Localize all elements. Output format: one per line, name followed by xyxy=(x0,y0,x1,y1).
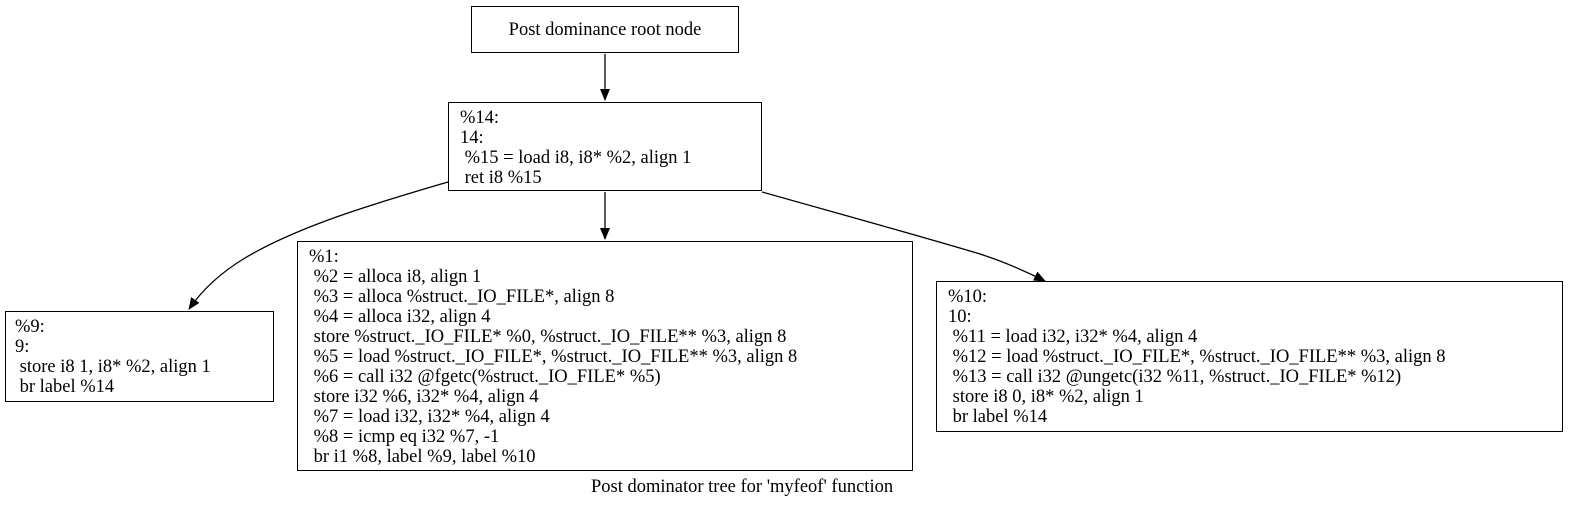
node-n1-line: %5 = load %struct._IO_FILE*, %struct._IO… xyxy=(309,347,798,367)
node-n1-line: store %struct._IO_FILE* %0, %struct._IO_… xyxy=(309,327,787,347)
node-n1-line: %4 = alloca i32, align 4 xyxy=(309,307,491,327)
node-n14-line: ret i8 %15 xyxy=(460,168,542,188)
node-n10-line: %10: xyxy=(948,287,988,307)
node-root: Post dominance root node xyxy=(471,6,739,53)
node-n10-line: store i8 0, i8* %2, align 1 xyxy=(948,387,1144,407)
node-n9-line: br label %14 xyxy=(15,377,115,397)
node-n10-line: %13 = call i32 @ungetc(i32 %11, %struct.… xyxy=(948,367,1402,387)
node-n14-line: %14: xyxy=(460,108,500,128)
node-n10-line: %11 = load i32, i32* %4, align 4 xyxy=(948,327,1198,347)
node-n14-line: %15 = load i8, i8* %2, align 1 xyxy=(460,148,692,168)
node-n1-line: %2 = alloca i8, align 1 xyxy=(309,267,482,287)
node-n1-line: %3 = alloca %struct._IO_FILE*, align 8 xyxy=(309,287,615,307)
node-root-line: Post dominance root node xyxy=(508,20,702,40)
node-n1-line: br i1 %8, label %9, label %10 xyxy=(309,447,536,467)
node-n1-line: store i32 %6, i32* %4, align 4 xyxy=(309,387,539,407)
node-10: %10:10: %11 = load i32, i32* %4, align 4… xyxy=(936,281,1563,432)
edge-n14-to-n10 xyxy=(761,191,1046,282)
node-n9-line: 9: xyxy=(15,337,30,357)
node-1: %1: %2 = alloca i8, align 1 %3 = alloca … xyxy=(297,241,913,471)
diagram-caption: Post dominator tree for 'myfeof' functio… xyxy=(591,477,894,497)
node-n14-line: 14: xyxy=(460,128,484,148)
node-n10-line: %12 = load %struct._IO_FILE*, %struct._I… xyxy=(948,347,1446,367)
node-n10-line: br label %14 xyxy=(948,407,1048,427)
node-n1-line: %7 = load i32, i32* %4, align 4 xyxy=(309,407,550,427)
node-n1-line: %1: xyxy=(309,247,339,267)
node-n10-line: 10: xyxy=(948,307,972,327)
node-9: %9:9: store i8 1, i8* %2, align 1 br lab… xyxy=(5,311,274,402)
edge-n14-to-n9 xyxy=(188,181,449,310)
node-14: %14:14: %15 = load i8, i8* %2, align 1 r… xyxy=(448,102,762,191)
node-n1-line: %8 = icmp eq i32 %7, -1 xyxy=(309,427,500,447)
node-n9-line: %9: xyxy=(15,317,45,337)
node-n1-line: %6 = call i32 @fgetc(%struct._IO_FILE* %… xyxy=(309,367,661,387)
node-n9-line: store i8 1, i8* %2, align 1 xyxy=(15,357,211,377)
